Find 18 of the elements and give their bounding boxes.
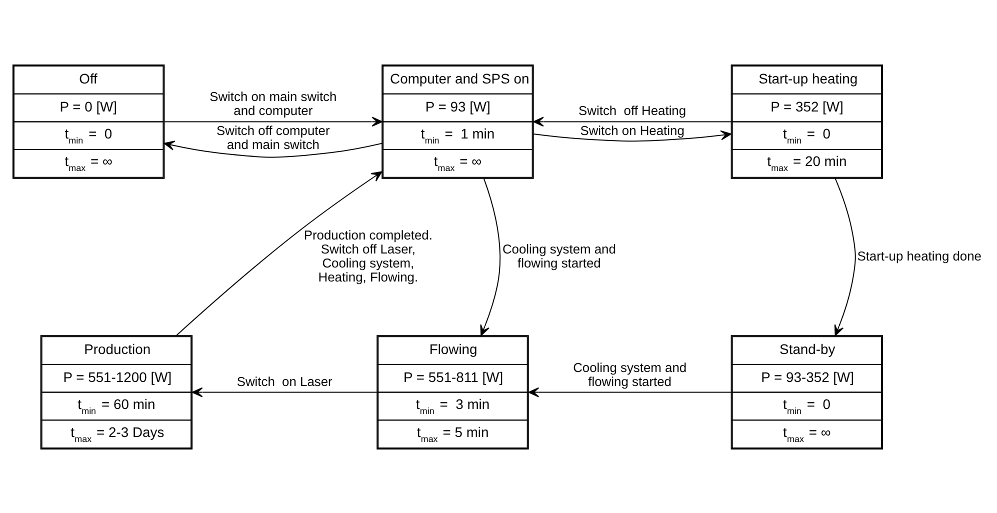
edge-label: Switch on Laser xyxy=(236,373,332,388)
edge-label: Switch off computer and main switch xyxy=(216,122,330,152)
arrow xyxy=(192,386,378,397)
arrow xyxy=(164,140,383,158)
arrow xyxy=(164,116,383,126)
edge-label: Switch on Heating xyxy=(580,122,684,138)
edge-label: Production completed. Switch off Laser, Cooling system, Heating, Flowing. xyxy=(304,226,432,284)
arrow xyxy=(528,386,732,397)
arrow xyxy=(480,178,500,336)
arrow xyxy=(834,178,856,336)
edge-label: Switch on main switch and computer xyxy=(210,88,337,118)
edge-label: Cooling system and flowing started xyxy=(573,359,687,388)
arrow xyxy=(532,116,732,126)
edge-label: Cooling system and flowing started xyxy=(502,240,616,270)
arrow xyxy=(176,170,382,336)
edge-label: Switch off Heating xyxy=(578,102,686,118)
edge-label: Start-up heating done xyxy=(857,248,982,263)
arrow xyxy=(533,130,732,142)
